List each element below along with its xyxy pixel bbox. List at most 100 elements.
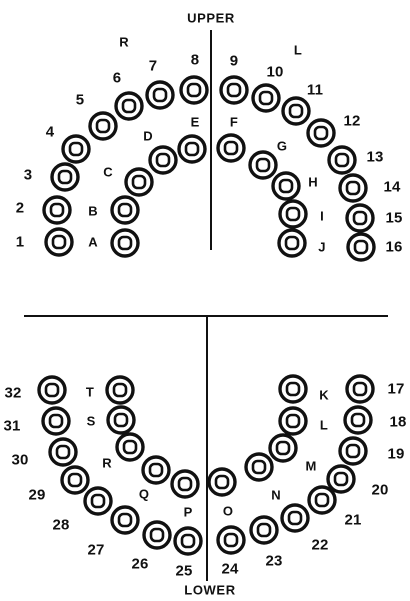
tooth-number-22: 22 (311, 538, 328, 553)
tooth-number-2: 2 (16, 201, 25, 216)
tooth-2-surface (51, 204, 63, 216)
tooth-16[interactable] (348, 234, 374, 260)
tooth-8[interactable] (181, 77, 207, 103)
tooth-30[interactable] (50, 439, 76, 465)
primary-tooth-i[interactable] (280, 201, 306, 227)
tooth-25[interactable] (175, 528, 201, 554)
tooth-32[interactable] (39, 377, 65, 403)
primary-tooth-p[interactable] (172, 471, 198, 497)
tooth-24-surface (225, 534, 237, 546)
tooth-number-19: 19 (387, 447, 404, 462)
tooth-27[interactable] (112, 507, 138, 533)
primary-tooth-label-q: Q (139, 488, 149, 501)
tooth-29-surface (69, 474, 81, 486)
tooth-11[interactable] (283, 98, 309, 124)
primary-tooth-m[interactable] (270, 435, 296, 461)
tooth-number-10: 10 (266, 65, 283, 80)
tooth-15-surface (354, 212, 366, 224)
tooth-number-6: 6 (113, 71, 122, 86)
tooth-20[interactable] (328, 466, 354, 492)
tooth-19-surface (347, 445, 359, 457)
primary-tooth-s[interactable] (108, 407, 134, 433)
primary-tooth-f[interactable] (218, 135, 244, 161)
tooth-number-26: 26 (131, 557, 148, 572)
tooth-6[interactable] (116, 93, 142, 119)
tooth-11-surface (290, 105, 302, 117)
primary-tooth-k[interactable] (280, 376, 306, 402)
primary-tooth-q[interactable] (143, 457, 169, 483)
primary-tooth-label-b: B (88, 205, 98, 218)
tooth-7-surface (154, 89, 166, 101)
primary-tooth-g-surface (257, 159, 269, 171)
primary-tooth-d[interactable] (150, 147, 176, 173)
tooth-number-25: 25 (175, 564, 192, 579)
tooth-number-14: 14 (383, 180, 400, 195)
tooth-1[interactable] (46, 229, 72, 255)
tooth-7[interactable] (147, 82, 173, 108)
tooth-4-surface (70, 143, 82, 155)
tooth-23[interactable] (251, 517, 277, 543)
primary-tooth-label-p: P (184, 506, 193, 519)
tooth-26-surface (151, 529, 163, 541)
tooth-13[interactable] (329, 147, 355, 173)
tooth-14[interactable] (340, 175, 366, 201)
primary-tooth-g[interactable] (250, 152, 276, 178)
tooth-1-surface (53, 236, 65, 248)
tooth-12[interactable] (308, 120, 334, 146)
primary-tooth-c[interactable] (126, 169, 152, 195)
tooth-17[interactable] (347, 376, 373, 402)
tooth-28[interactable] (85, 488, 111, 514)
tooth-29[interactable] (62, 467, 88, 493)
tooth-22[interactable] (282, 505, 308, 531)
primary-tooth-label-a: A (88, 236, 98, 249)
tooth-21-surface (316, 494, 328, 506)
primary-tooth-label-d: D (143, 130, 153, 143)
tooth-number-18: 18 (389, 415, 406, 430)
primary-tooth-label-r: R (102, 457, 112, 470)
tooth-10[interactable] (253, 85, 279, 111)
tooth-number-16: 16 (385, 240, 402, 255)
tooth-21[interactable] (309, 487, 335, 513)
primary-tooth-label-f: F (230, 116, 238, 129)
tooth-4[interactable] (63, 136, 89, 162)
tooth-26[interactable] (144, 522, 170, 548)
primary-tooth-n[interactable] (246, 454, 272, 480)
tooth-number-11: 11 (307, 83, 323, 98)
primary-tooth-l[interactable] (280, 408, 306, 434)
tooth-number-8: 8 (191, 53, 200, 68)
primary-tooth-b-surface (119, 204, 131, 216)
primary-tooth-j[interactable] (279, 230, 305, 256)
primary-tooth-r[interactable] (117, 434, 143, 460)
primary-tooth-label-s: S (87, 415, 96, 428)
primary-tooth-label-o: O (223, 505, 233, 518)
tooth-number-1: 1 (16, 235, 25, 250)
primary-tooth-label-m: M (305, 460, 316, 473)
tooth-15[interactable] (347, 205, 373, 231)
tooth-9[interactable] (221, 77, 247, 103)
tooth-number-12: 12 (343, 114, 360, 129)
tooth-12-surface (315, 127, 327, 139)
primary-tooth-e[interactable] (179, 136, 205, 162)
primary-tooth-t[interactable] (107, 377, 133, 403)
tooth-9-surface (228, 84, 240, 96)
tooth-24[interactable] (218, 527, 244, 553)
tooth-13-surface (336, 154, 348, 166)
tooth-2[interactable] (44, 197, 70, 223)
primary-tooth-o[interactable] (209, 469, 235, 495)
tooth-31[interactable] (43, 408, 69, 434)
tooth-17-surface (354, 383, 366, 395)
tooth-number-28: 28 (52, 518, 69, 533)
primary-tooth-a[interactable] (112, 230, 138, 256)
side-right-label: R (119, 36, 129, 49)
tooth-18[interactable] (345, 407, 371, 433)
primary-tooth-h[interactable] (273, 173, 299, 199)
tooth-3[interactable] (52, 164, 78, 190)
tooth-number-7: 7 (149, 59, 158, 74)
primary-tooth-n-surface (253, 461, 265, 473)
tooth-18-surface (352, 414, 364, 426)
tooth-19[interactable] (340, 438, 366, 464)
primary-tooth-b[interactable] (112, 197, 138, 223)
tooth-3-surface (59, 171, 71, 183)
tooth-14-surface (347, 182, 359, 194)
tooth-5[interactable] (90, 113, 116, 139)
